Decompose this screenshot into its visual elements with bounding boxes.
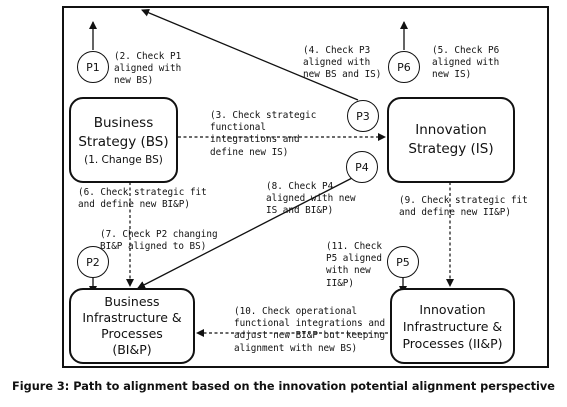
step3-label: (3. Check strategic functional integrati… <box>210 110 317 158</box>
step11-label: (11. Check P5 aligned with new II&P) <box>326 241 382 289</box>
innovation-strategy-title: Innovation Strategy (IS) <box>408 122 494 157</box>
step6-label: (6. Check strategic fit and define new B… <box>78 187 207 211</box>
step2-label: (2. Check P1 aligned with new BS) <box>114 51 182 87</box>
business-strategy-title: Business Strategy (BS) <box>78 114 169 150</box>
p5-node: P5 <box>387 246 419 278</box>
step10-label: (10. Check operational functional integr… <box>234 306 386 354</box>
arrow-p3-to-top <box>141 9 359 101</box>
innovation-strategy-box: Innovation Strategy (IS) <box>387 97 515 183</box>
business-strategy-box: Business Strategy (BS) (1. Change BS) <box>69 97 178 183</box>
step5-label: (5. Check P6 aligned with new IS) <box>432 45 500 81</box>
p6-node: P6 <box>388 51 420 83</box>
p3-node: P3 <box>347 100 379 132</box>
arrow-p4-to-bip <box>137 175 357 289</box>
business-infrastructure-box: Business Infrastructure & Processes (BI&… <box>69 288 195 364</box>
innovation-infrastructure-box: Innovation Infrastructure & Processes (I… <box>390 288 515 364</box>
diagram-frame <box>62 6 549 368</box>
innovation-infrastructure-title: Innovation Infrastructure & Processes (I… <box>402 301 503 351</box>
step4-label: (4. Check P3 aligned with new BS and IS) <box>303 45 382 81</box>
figure-caption: Figure 3: Path to alignment based on the… <box>12 380 555 393</box>
p2-node: P2 <box>77 246 109 278</box>
p1-node: P1 <box>77 51 109 83</box>
step9-label: (9. Check strategic fit and define new I… <box>399 195 528 219</box>
business-infrastructure-title: Business Infrastructure & Processes (BI&… <box>82 294 182 357</box>
step8-label: (8. Check P4 aligned with new IS and BI&… <box>266 181 356 217</box>
business-strategy-subtitle: (1. Change BS) <box>84 153 163 166</box>
step7-label: (7. Check P2 changing BI&P aligned to BS… <box>100 229 218 253</box>
p4-node: P4 <box>346 151 378 183</box>
